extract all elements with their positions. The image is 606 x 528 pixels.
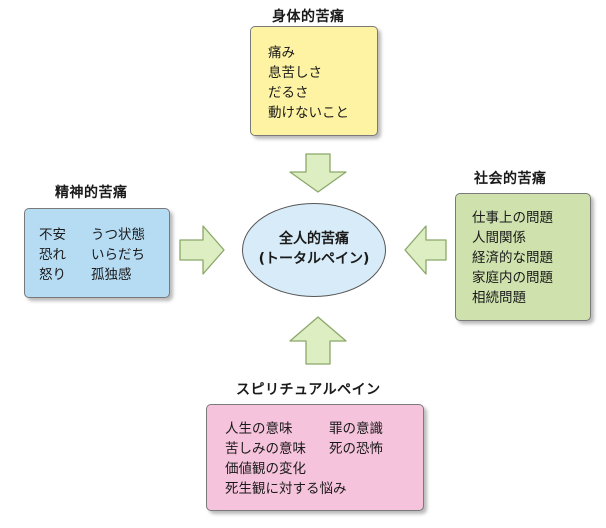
- mental-item: うつ状態: [91, 227, 145, 243]
- mental-item: 不安: [39, 227, 66, 243]
- social-pain-box: 仕事上の問題 人間関係 経済的な問題 家庭内の問題 相続問題: [455, 193, 591, 321]
- physical-pain-box: 痛み 息苦しさ だるさ 動けないこと: [250, 26, 378, 136]
- mental-row: 不安 うつ状態: [39, 225, 169, 245]
- mental-item: 怒り: [39, 267, 66, 283]
- spiritual-item: 人生の意味: [225, 421, 293, 437]
- mental-item: いらだち: [91, 247, 145, 263]
- mental-item: 恐れ: [39, 247, 66, 263]
- spiritual-pain-box: 人生の意味 罪の意識 苦しみの意味 死の恐怖 価値観の変化 死生観に対する悩み: [206, 404, 424, 511]
- spiritual-item: 罪の意識: [329, 421, 383, 437]
- social-item: 経済的な問題: [472, 250, 553, 266]
- arrow-down-icon: [289, 153, 347, 193]
- physical-pain-heading: 身体的苦痛: [272, 9, 345, 25]
- physical-item: だるさ: [268, 85, 309, 101]
- spiritual-item: 苦しみの意味: [225, 441, 306, 457]
- mental-pain-box: 不安 うつ状態 恐れ いらだち 怒り 孤独感: [24, 208, 170, 298]
- spiritual-row: 苦しみの意味 死の恐怖: [225, 439, 423, 459]
- social-item: 人間関係: [472, 230, 526, 246]
- spiritual-item: 死の恐怖: [329, 441, 383, 457]
- total-pain-subtitle: (トータルペイン): [258, 251, 370, 267]
- spiritual-item: 死生観に対する悩み: [225, 481, 347, 497]
- mental-pain-heading: 精神的苦痛: [55, 185, 128, 201]
- arrow-left-icon: [404, 225, 447, 275]
- spiritual-pain-heading: スピリチュアルペイン: [236, 382, 381, 398]
- social-pain-heading: 社会的苦痛: [474, 171, 547, 187]
- total-pain-ellipse: 全人的苦痛 (トータルペイン): [242, 203, 386, 297]
- social-item: 仕事上の問題: [472, 210, 553, 226]
- social-item: 家庭内の問題: [472, 270, 553, 286]
- spiritual-item: 価値観の変化: [225, 461, 306, 477]
- arrow-right-icon: [179, 225, 225, 275]
- social-item: 相続問題: [472, 290, 526, 306]
- arrow-up-icon: [289, 316, 347, 365]
- total-pain-title: 全人的苦痛: [279, 231, 349, 247]
- physical-item: 動けないこと: [268, 105, 349, 121]
- mental-row: 怒り 孤独感: [39, 265, 169, 285]
- mental-item: 孤独感: [91, 267, 132, 283]
- mental-row: 恐れ いらだち: [39, 245, 169, 265]
- spiritual-row: 人生の意味 罪の意識: [225, 419, 423, 439]
- physical-item: 痛み: [268, 45, 295, 61]
- physical-item: 息苦しさ: [268, 65, 322, 81]
